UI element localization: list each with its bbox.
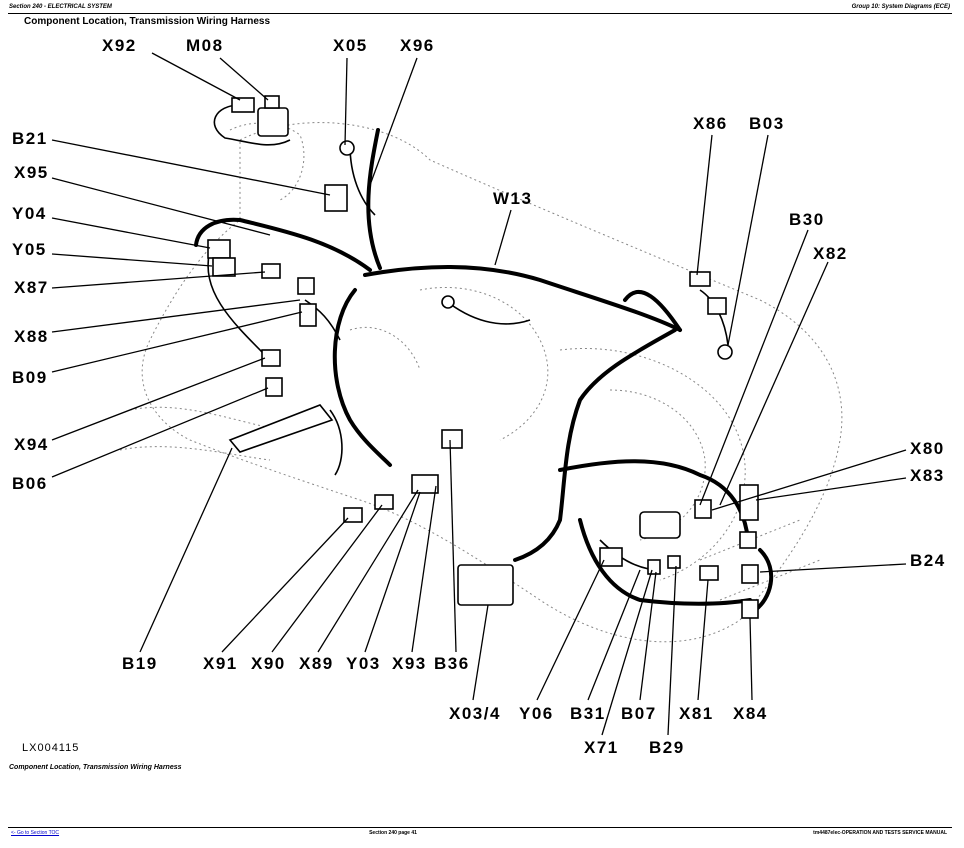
callout-x03-4: X03/4 bbox=[449, 704, 501, 723]
callout-w13: W13 bbox=[493, 189, 533, 208]
transmission-housing-outline bbox=[119, 122, 843, 643]
callout-b24: B24 bbox=[910, 551, 946, 570]
callout-x05: X05 bbox=[333, 36, 368, 55]
callout-b07: B07 bbox=[621, 704, 657, 723]
callout-b09: B09 bbox=[12, 368, 48, 387]
harness-bundles bbox=[194, 128, 774, 612]
callout-b19: B19 bbox=[122, 654, 158, 673]
harness-thin-wires bbox=[207, 104, 729, 571]
callout-b06: B06 bbox=[12, 474, 48, 493]
callout-x94: X94 bbox=[14, 435, 49, 454]
callout-x96: X96 bbox=[400, 36, 435, 55]
callout-y05: Y05 bbox=[12, 240, 47, 259]
callout-b29: B29 bbox=[649, 738, 685, 757]
section-header: Section 240 - ELECTRICAL SYSTEM bbox=[9, 4, 112, 10]
callout-x92: X92 bbox=[102, 36, 137, 55]
callout-x83: X83 bbox=[910, 466, 945, 485]
components bbox=[207, 95, 759, 619]
callout-leaders bbox=[51, 52, 907, 736]
callout-y06: Y06 bbox=[519, 704, 554, 723]
callout-x91: X91 bbox=[203, 654, 238, 673]
callout-b30: B30 bbox=[789, 210, 825, 229]
callout-b03: B03 bbox=[749, 114, 785, 133]
page-number: Section 240 page 41 bbox=[369, 830, 417, 836]
callout-b21: B21 bbox=[12, 129, 48, 148]
callout-x71: X71 bbox=[584, 738, 619, 757]
footer-divider bbox=[8, 827, 952, 828]
page-title: Component Location, Transmission Wiring … bbox=[24, 16, 271, 27]
callout-x82: X82 bbox=[813, 244, 848, 263]
callout-b31: B31 bbox=[570, 704, 606, 723]
figure-id: LX004115 bbox=[22, 742, 80, 754]
callout-x86: X86 bbox=[693, 114, 728, 133]
section-toc-link[interactable]: <- Go to Section TOC bbox=[11, 830, 60, 836]
callout-x84: X84 bbox=[733, 704, 768, 723]
manual-name: tm4487elec-OPERATION AND TESTS SERVICE M… bbox=[813, 830, 947, 836]
callout-y04: Y04 bbox=[12, 204, 47, 223]
header-divider bbox=[8, 13, 952, 14]
callout-b36: B36 bbox=[434, 654, 470, 673]
callout-x90: X90 bbox=[251, 654, 286, 673]
callout-m08: M08 bbox=[186, 36, 224, 55]
callout-x81: X81 bbox=[679, 704, 714, 723]
callout-y03: Y03 bbox=[346, 654, 381, 673]
callout-x80: X80 bbox=[910, 439, 945, 458]
group-header: Group 10: System Diagrams (ECE) bbox=[851, 4, 950, 10]
callout-x95: X95 bbox=[14, 163, 49, 182]
figure-caption: Component Location, Transmission Wiring … bbox=[9, 764, 182, 771]
callout-x88: X88 bbox=[14, 327, 49, 346]
callout-x89: X89 bbox=[299, 654, 334, 673]
callout-x93: X93 bbox=[392, 654, 427, 673]
callout-x87: X87 bbox=[14, 278, 49, 297]
